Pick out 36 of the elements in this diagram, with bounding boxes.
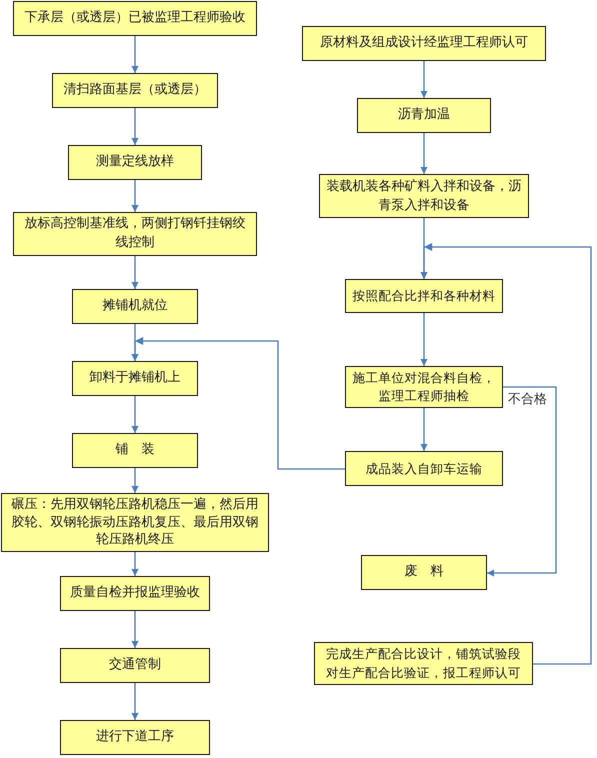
arrow (132, 468, 138, 493)
process-box: 碾压：先用双钢轮压路机稳压一遍，然后用胶轮、双钢轮振动压路机复压、最后用双钢轮压路机终压 (1, 493, 269, 552)
process-box: 按照配合比拌和各种材料 (345, 279, 503, 313)
arrow (132, 336, 346, 470)
process-box: 清扫路面基层（或透层） (52, 73, 218, 108)
arrow (132, 683, 138, 720)
process-box: 质量自检并报监理验收 (60, 576, 210, 611)
process-box: 废 料 (361, 555, 487, 590)
edge-label: 不合格 (508, 392, 547, 408)
arrow (420, 133, 428, 174)
arrow (132, 256, 138, 289)
process-box: 完成生产配合比设计，铺筑试验段对生产配合比验证，报工程师认可 (314, 642, 533, 685)
arrow (132, 108, 138, 145)
process-box: 进行下道工序 (60, 720, 210, 755)
process-box: 放标高控制基准线，两侧打钢钎挂钢绞线控制 (13, 212, 257, 256)
arrow (132, 611, 138, 648)
process-box: 施工单位对混合料自检，监理工程师抽检 (345, 366, 503, 408)
process-box: 装载机装各种矿料入拌和设备，沥青泵入拌和设备 (319, 174, 529, 218)
arrow (132, 180, 138, 212)
arrow (420, 242, 592, 665)
process-box: 成品装入自卸车运输 (345, 451, 503, 486)
arrow (132, 36, 138, 73)
process-box: 卸料于摊铺机上 (72, 361, 198, 396)
arrow (420, 313, 428, 366)
process-box: 铺 装 (72, 433, 198, 468)
process-box: 交通管制 (60, 648, 210, 683)
arrow (487, 386, 557, 576)
process-box: 沥青加温 (357, 98, 491, 133)
process-box: 摊铺机就位 (72, 289, 198, 324)
arrow (132, 552, 138, 576)
process-box: 测量定线放样 (68, 145, 202, 180)
arrow (420, 408, 428, 451)
process-box: 下承层（或透层）已被监理工程师验收 (13, 1, 257, 36)
arrow (420, 61, 428, 98)
arrow (132, 396, 138, 433)
process-box: 原材料及组成设计经监理工程师认可 (302, 26, 546, 61)
